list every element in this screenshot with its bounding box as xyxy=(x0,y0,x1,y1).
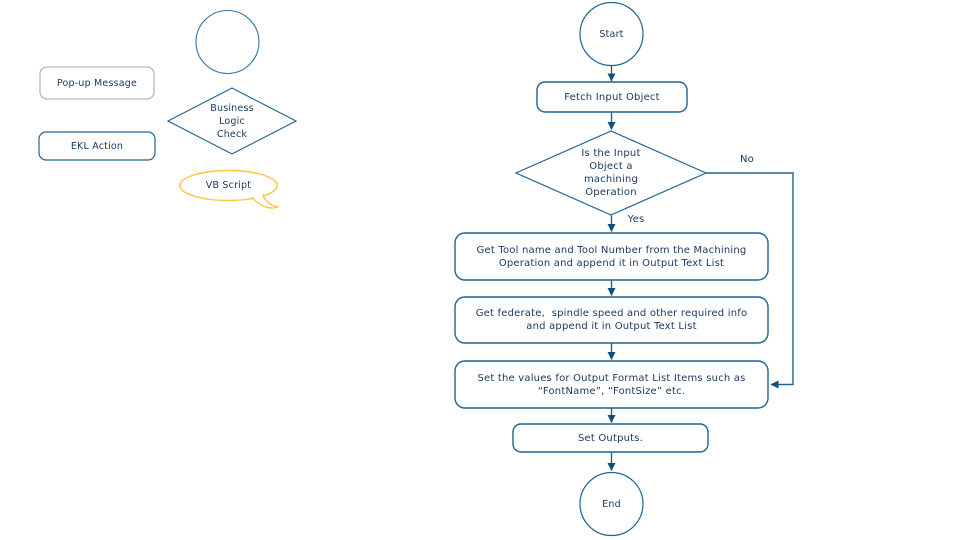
legend-popup-message-label: Pop-up Message xyxy=(56,77,138,89)
get-tool-name-box xyxy=(454,232,769,281)
legend-business-logic-label: Business Logic Check xyxy=(210,102,254,140)
no-branch-connector xyxy=(706,172,794,389)
set-format-values-box xyxy=(454,360,769,409)
set-outputs-label: Set Outputs. xyxy=(577,432,644,444)
decision-label: Is the Input Object a machining Operatio… xyxy=(581,148,641,198)
end-circle-shape xyxy=(579,471,644,537)
legend-vb-script-bubble xyxy=(179,169,278,202)
start-circle-shape xyxy=(579,1,644,67)
legend-vb-script-bubble-tail xyxy=(251,193,279,209)
legend-circle-shape xyxy=(195,9,260,75)
yes-branch-label: Yes xyxy=(627,214,645,225)
get-tool-name-label: Get Tool name and Tool Number from the M… xyxy=(476,244,747,269)
legend-vb-script-label: VB Script xyxy=(205,180,252,191)
decision-diamond-shape xyxy=(514,130,708,216)
legend-business-logic-diamond xyxy=(166,87,298,155)
get-federate-label: Get federate, spindle speed and other re… xyxy=(475,308,748,332)
set-format-values-label: Set the values for Output Format List It… xyxy=(477,372,746,397)
fetch-input-object-label: Fetch Input Object xyxy=(564,91,660,103)
legend-ekl-action-box xyxy=(38,131,156,161)
set-outputs-box xyxy=(512,423,709,453)
legend-popup-message-box xyxy=(39,66,155,100)
fetch-input-object-box xyxy=(536,81,688,113)
start-label: Start xyxy=(599,28,624,40)
end-label: End xyxy=(602,498,621,510)
no-branch-label: No xyxy=(740,154,754,165)
legend-ekl-action-label: EKL Action xyxy=(70,140,124,152)
get-federate-box xyxy=(454,296,769,344)
